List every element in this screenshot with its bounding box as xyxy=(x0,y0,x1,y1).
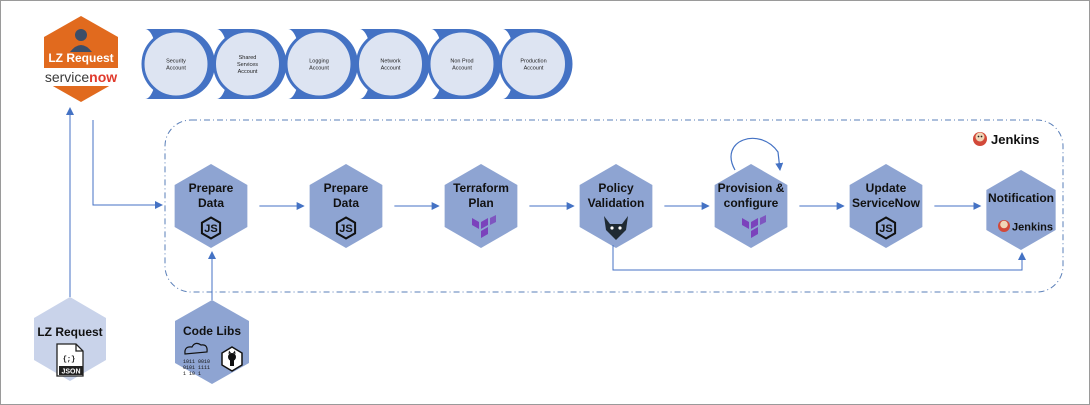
servicenow-service: service xyxy=(45,69,90,85)
nodejs-icon: JS xyxy=(200,216,222,240)
account-label-line1: Production xyxy=(520,59,546,65)
json-file-icon: {;} JSON xyxy=(56,343,84,377)
step-hexagon xyxy=(309,164,383,248)
account-label-line1: Security xyxy=(166,59,186,65)
account-label-line2: Services xyxy=(237,62,258,68)
nodejs-icon: JS xyxy=(335,216,357,240)
servicenow-request: LZ Request servicenow xyxy=(36,16,126,102)
terraform-icon xyxy=(742,215,766,238)
step-label-line1: Policy xyxy=(598,181,634,195)
step-label-line1: Prepare xyxy=(324,181,369,195)
account-label-line2: Account xyxy=(452,66,472,72)
lz-request-hexagon xyxy=(34,297,106,381)
pipeline-steps: PrepareDataJSPrepareDataJSTerraformPlanP… xyxy=(174,164,1056,250)
servicenow-brand: servicenow xyxy=(45,69,117,85)
arrow-policy-to-notification xyxy=(612,245,1026,271)
account-circle xyxy=(427,29,497,99)
svg-text:JS: JS xyxy=(339,223,352,235)
accounts-chevron-row: SecurityAccountSharedServicesAccountLogg… xyxy=(141,29,573,100)
step-hexagon xyxy=(444,164,518,248)
account-label-line1: Shared xyxy=(239,55,257,61)
jenkins-pipeline-boundary xyxy=(164,119,1064,293)
account-circle xyxy=(499,29,568,99)
code-libs-title: Code Libs xyxy=(183,324,241,338)
account-circle xyxy=(213,29,282,99)
account-label-line1: Non Prod xyxy=(450,59,473,65)
step-hexagon xyxy=(174,164,248,248)
binary-line-2: 0101 1111 xyxy=(183,365,210,371)
lz-request-json-input: LZ Request {;} JSON xyxy=(34,297,106,381)
step-label-line2: ServiceNow xyxy=(852,196,921,210)
step-label-line2: Validation xyxy=(588,196,645,210)
step-label-line1: Prepare xyxy=(189,181,234,195)
account-label-line3: Account xyxy=(238,69,258,75)
step-label-line2: Plan xyxy=(468,196,493,210)
binary-line-1: 1011 0010 xyxy=(183,359,210,365)
account-label-line2: Account xyxy=(166,66,186,72)
step-label-line1: Terraform xyxy=(453,181,509,195)
provision-retry-loop xyxy=(730,137,784,171)
code-libs-input: Code Libs 1011 0010 0101 1111 1 10 1 xyxy=(175,300,249,384)
nodejs-icon: JS xyxy=(875,216,897,240)
notification-jenkins-label: Jenkins xyxy=(1012,222,1053,234)
json-file-glyph: {;} xyxy=(63,356,76,364)
opa-icon xyxy=(604,216,628,240)
step-label-line1: Notification xyxy=(988,191,1054,205)
json-file-label: JSON xyxy=(61,369,80,376)
account-circle xyxy=(284,29,354,99)
terraform-icon xyxy=(472,215,496,238)
jenkins-label: Jenkins xyxy=(991,132,1039,147)
account-label-line2: Account xyxy=(381,66,401,72)
step-label-line2: Data xyxy=(333,196,359,210)
lz-request-json-title: LZ Request xyxy=(37,325,102,339)
account-label-line1: Network xyxy=(380,59,400,65)
step-label-line1: Update xyxy=(866,181,907,195)
svg-text:JS: JS xyxy=(204,223,217,235)
jenkins-logo: Jenkins xyxy=(973,132,1039,147)
step-label-line1: Provision & xyxy=(718,181,785,195)
step-hexagon xyxy=(714,164,788,248)
account-label-line2: Account xyxy=(524,66,544,72)
account-circle xyxy=(141,29,211,99)
account-label-line1: Logging xyxy=(309,59,329,65)
step-label-line2: Data xyxy=(198,196,224,210)
github-icon xyxy=(221,346,243,372)
step-hexagon xyxy=(986,170,1056,250)
account-circle xyxy=(356,29,425,99)
servicenow-now: now xyxy=(89,69,117,85)
step-hexagon xyxy=(579,164,653,248)
binary-line-3: 1 10 1 xyxy=(183,371,201,377)
binary-cloud-icon: 1011 0010 0101 1111 1 10 1 xyxy=(183,342,210,377)
lz-request-title: LZ Request xyxy=(48,51,113,65)
jenkins-icon: Jenkins xyxy=(998,220,1053,234)
account-label-line2: Account xyxy=(309,66,329,72)
step-label-line2: configure xyxy=(724,196,779,210)
step-hexagon xyxy=(849,164,923,248)
svg-text:JS: JS xyxy=(879,223,892,235)
arrow-request-to-pipeline xyxy=(92,120,163,209)
pipeline-step-5: Provision &configure xyxy=(714,164,788,248)
